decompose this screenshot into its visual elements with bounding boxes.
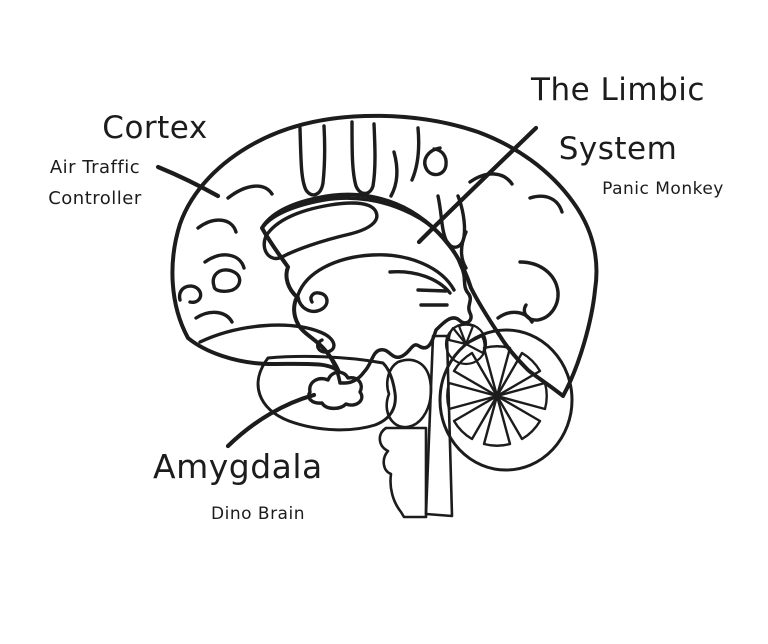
- cortex-leader-line: [155, 164, 221, 199]
- cingulate-band: [262, 201, 379, 261]
- cerebellum-pinwheel: [446, 345, 548, 447]
- cortex-nickname-line2: Controller: [48, 188, 142, 209]
- pons-region: [385, 358, 433, 429]
- temporal-white-region: [256, 354, 397, 432]
- limbic-internal-lines: [262, 201, 456, 314]
- limbic-label-line1: The Limbic: [531, 72, 705, 108]
- cortex-nickname-line1: Air Traffic: [49, 157, 141, 178]
- brain-stem: [424, 334, 454, 518]
- cortex-sulci-lines: [177, 120, 564, 354]
- medulla-region: [378, 426, 428, 519]
- limbic-label-line2: System: [558, 131, 678, 167]
- leader-lines: [155, 125, 539, 449]
- limbic-nickname: Panic Monkey: [602, 179, 724, 199]
- cortex-label: Cortex: [102, 110, 208, 146]
- limbic-leader-line: [416, 125, 539, 245]
- amygdala-nickname: Dino Brain: [211, 504, 305, 524]
- amygdala-leader-line: [225, 392, 317, 449]
- subcortical-white-structures: [256, 322, 574, 519]
- amygdala-region: [307, 370, 364, 411]
- limbic-system-region: [260, 196, 473, 385]
- corpus-callosum-curve: [296, 253, 456, 297]
- amygdala-label: Amygdala: [153, 447, 323, 486]
- cerebellum-outline: [438, 328, 574, 472]
